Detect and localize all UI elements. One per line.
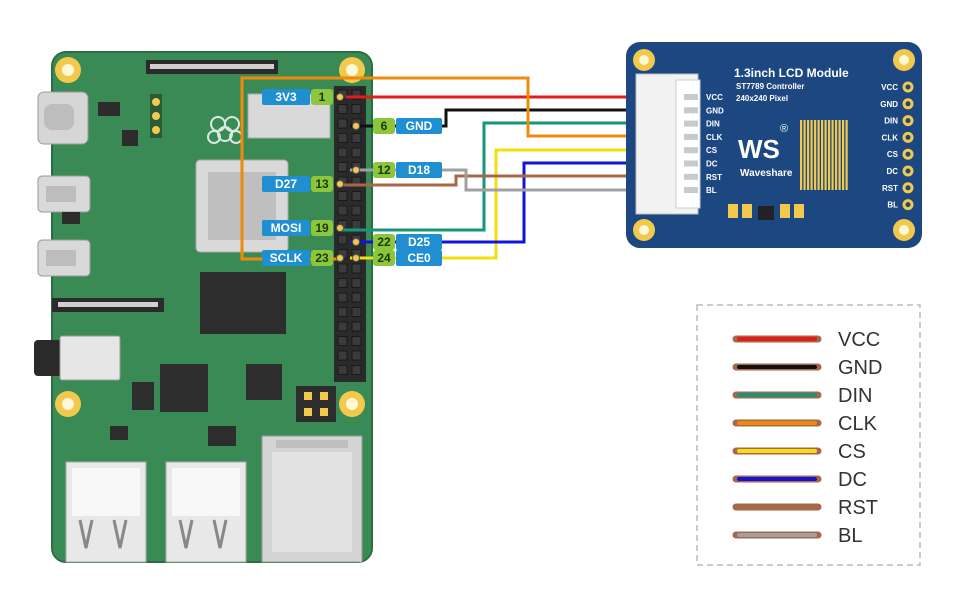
lcd-connector-pin-label: DIN: [706, 120, 720, 129]
legend-label: DC: [838, 469, 867, 491]
lcd-module: 1.3inch LCD Module ST7789 Controller 240…: [626, 42, 922, 248]
lcd-title: 1.3inch LCD Module: [734, 66, 849, 80]
wire-rst: [340, 174, 692, 187]
legend-label: CS: [838, 441, 866, 463]
pin-signal-label: SCLK: [270, 251, 303, 265]
raspberry-pi-board: [34, 51, 373, 563]
ethernet-port: [261, 435, 363, 563]
lcd-side-pad-label: RST: [882, 184, 898, 193]
legend-item-bl: BL: [732, 525, 862, 547]
pin-badge-ce0: 24 CE0: [352, 250, 442, 266]
legend-label: CLK: [838, 413, 878, 435]
pin-signal-label: CE0: [407, 251, 431, 265]
lcd-connector-pin-label: GND: [706, 106, 724, 115]
lcd-connector-pin-label: CLK: [706, 133, 723, 142]
wire-clk: [240, 76, 692, 261]
lcd-side-pad-label: GND: [880, 100, 898, 109]
lcd-side-pad-label: DIN: [884, 117, 898, 126]
pin-signal-label: D18: [408, 163, 430, 177]
lcd-brand: Waveshare: [740, 168, 793, 179]
lcd-side-pad-label: BL: [887, 201, 898, 210]
usb-port-2: [165, 461, 247, 563]
usb-c-port: [37, 91, 89, 145]
legend-item-dc: DC: [732, 469, 867, 491]
pin-badge-mosi: MOSI 19: [262, 220, 344, 236]
gpio-header: [334, 86, 366, 382]
micro-hdmi-port-2: [37, 239, 91, 277]
lcd-side-pad-label: DC: [886, 167, 898, 176]
legend-label: BL: [838, 525, 862, 547]
legend: VCC GND DIN CLK CS DC RST BL: [696, 304, 921, 566]
legend-label: VCC: [838, 329, 880, 351]
pin-number-label: 23: [315, 251, 329, 265]
audio-jack: [34, 335, 121, 381]
pin-signal-label: 3V3: [275, 90, 297, 104]
poe-header: [296, 386, 336, 422]
legend-item-din: DIN: [732, 385, 872, 407]
connector-pin: [684, 133, 698, 140]
lcd-resolution: 240x240 Pixel: [736, 94, 788, 103]
pin-number-label: 19: [315, 221, 329, 235]
lcd-side-pads: VCC GND DIN CLK CS DC RST BL: [880, 81, 914, 211]
legend-label: RST: [838, 497, 878, 519]
logo-mark: WS: [738, 134, 780, 164]
lcd-connector-pin-label: VCC: [706, 93, 723, 102]
lcd-connector-pin-label: DC: [706, 160, 718, 169]
legend-item-cs: CS: [732, 441, 866, 463]
legend-item-gnd: GND: [732, 357, 882, 379]
lcd-side-pad-label: VCC: [881, 83, 898, 92]
connector-pin: [684, 94, 698, 100]
pin-signal-label: GND: [406, 119, 433, 133]
pin-number-label: 6: [381, 119, 388, 133]
micro-hdmi-port-1: [37, 175, 91, 213]
pin-number-label: 12: [377, 163, 391, 177]
legend-item-vcc: VCC: [732, 329, 880, 351]
legend-item-rst: RST: [732, 497, 878, 519]
connector-pin: [684, 147, 698, 154]
pin-signal-label: D27: [275, 177, 297, 191]
connector-pin: [684, 120, 698, 127]
legend-label: GND: [838, 357, 882, 379]
waveshare-logo: WS ® Waveshare: [738, 123, 793, 179]
pin-badge-3v3: 3V3 1: [262, 89, 344, 105]
pin-badge-sclk: SCLK 23: [262, 250, 344, 266]
pin-number-label: 24: [377, 251, 391, 265]
legend-item-clk: CLK: [732, 413, 878, 435]
pin-number-label: 13: [315, 177, 329, 191]
fpc-pads: [800, 120, 848, 190]
usb-port-1: [65, 461, 147, 563]
registered-mark: ®: [780, 123, 788, 135]
lcd-pin-labels: VCC GND DIN CLK CS DC RST BL: [684, 93, 724, 195]
pin-signal-label: D25: [408, 235, 430, 249]
connector-pin: [684, 107, 698, 114]
lcd-controller: ST7789 Controller: [736, 82, 804, 91]
pin-number-label: 1: [319, 90, 326, 104]
lcd-connector-pin-label: RST: [706, 173, 722, 182]
mounting-holes: [55, 57, 365, 417]
lcd-side-pad-label: CLK: [882, 133, 899, 142]
lcd-side-pad-label: CS: [887, 150, 899, 159]
lcd-connector-pin-label: CS: [706, 146, 718, 155]
legend-label: DIN: [838, 385, 872, 407]
raspberry-logo: [207, 116, 243, 144]
connector-pin: [684, 173, 698, 180]
pin-badge-d27: D27 13: [262, 176, 344, 192]
lcd-connector-pin-label: BL: [706, 186, 717, 195]
pin-signal-label: MOSI: [271, 221, 302, 235]
pin-number-label: 22: [377, 235, 391, 249]
connector-pin: [684, 187, 698, 194]
connector-pin: [684, 160, 698, 167]
ram-chip: [200, 272, 286, 334]
pin-badge-d25: 22 D25: [352, 234, 442, 250]
pin-badge-d18: 12 D18: [352, 162, 442, 178]
pin-badge-gnd: 6 GND: [352, 118, 442, 134]
